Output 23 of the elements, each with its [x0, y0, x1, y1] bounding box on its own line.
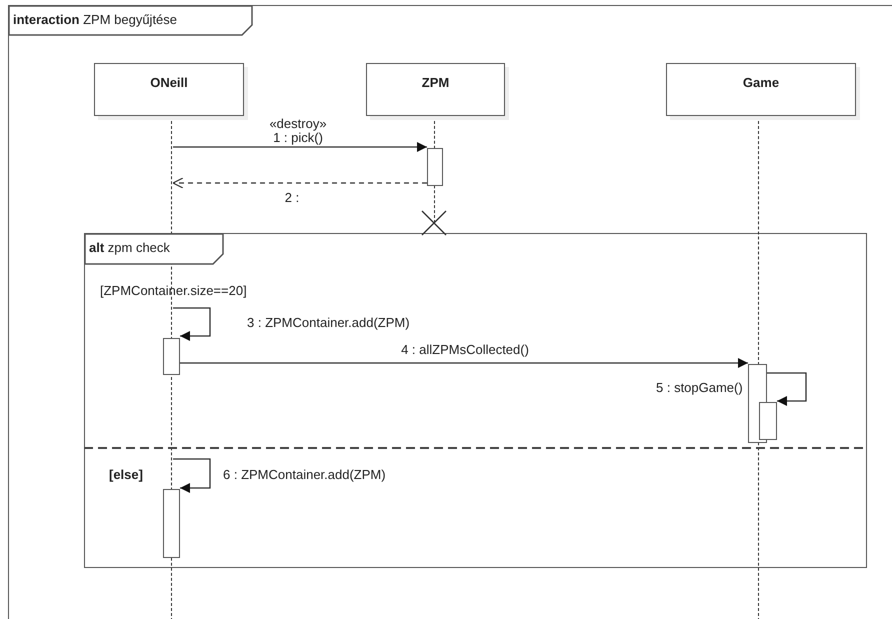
frame-title: alt zpm check: [89, 240, 170, 255]
message-arrow: [173, 458, 211, 493]
message-label: 6 : ZPMContainer.add(ZPM): [223, 468, 386, 482]
guard-condition: [ZPMContainer.size==20]: [100, 284, 247, 298]
participant-name: Game: [742, 75, 780, 90]
message-label: «destroy» 1 : pick(): [267, 117, 329, 145]
return-message-arrow: [172, 177, 427, 189]
frame-title: interaction ZPM begyűjtése: [13, 12, 178, 27]
message-label: 3 : ZPMContainer.add(ZPM): [247, 316, 410, 330]
message-arrow: [767, 372, 807, 406]
participant-name: ONeill: [150, 75, 188, 90]
activation-bar: [759, 402, 777, 440]
activation-bar: [163, 338, 180, 375]
message-label: 4 : allZPMsCollected(): [401, 343, 529, 357]
guard-condition: [else]: [109, 468, 143, 482]
message-label: 5 : stopGame(): [656, 381, 743, 395]
message-arrow: [180, 358, 748, 368]
message-label: 2 :: [284, 191, 300, 205]
message-arrow: [173, 142, 427, 152]
participant-name: ZPM: [422, 75, 450, 90]
message-arrow: [173, 307, 211, 341]
activation-bar: [163, 489, 180, 558]
activation-bar: [427, 148, 443, 186]
